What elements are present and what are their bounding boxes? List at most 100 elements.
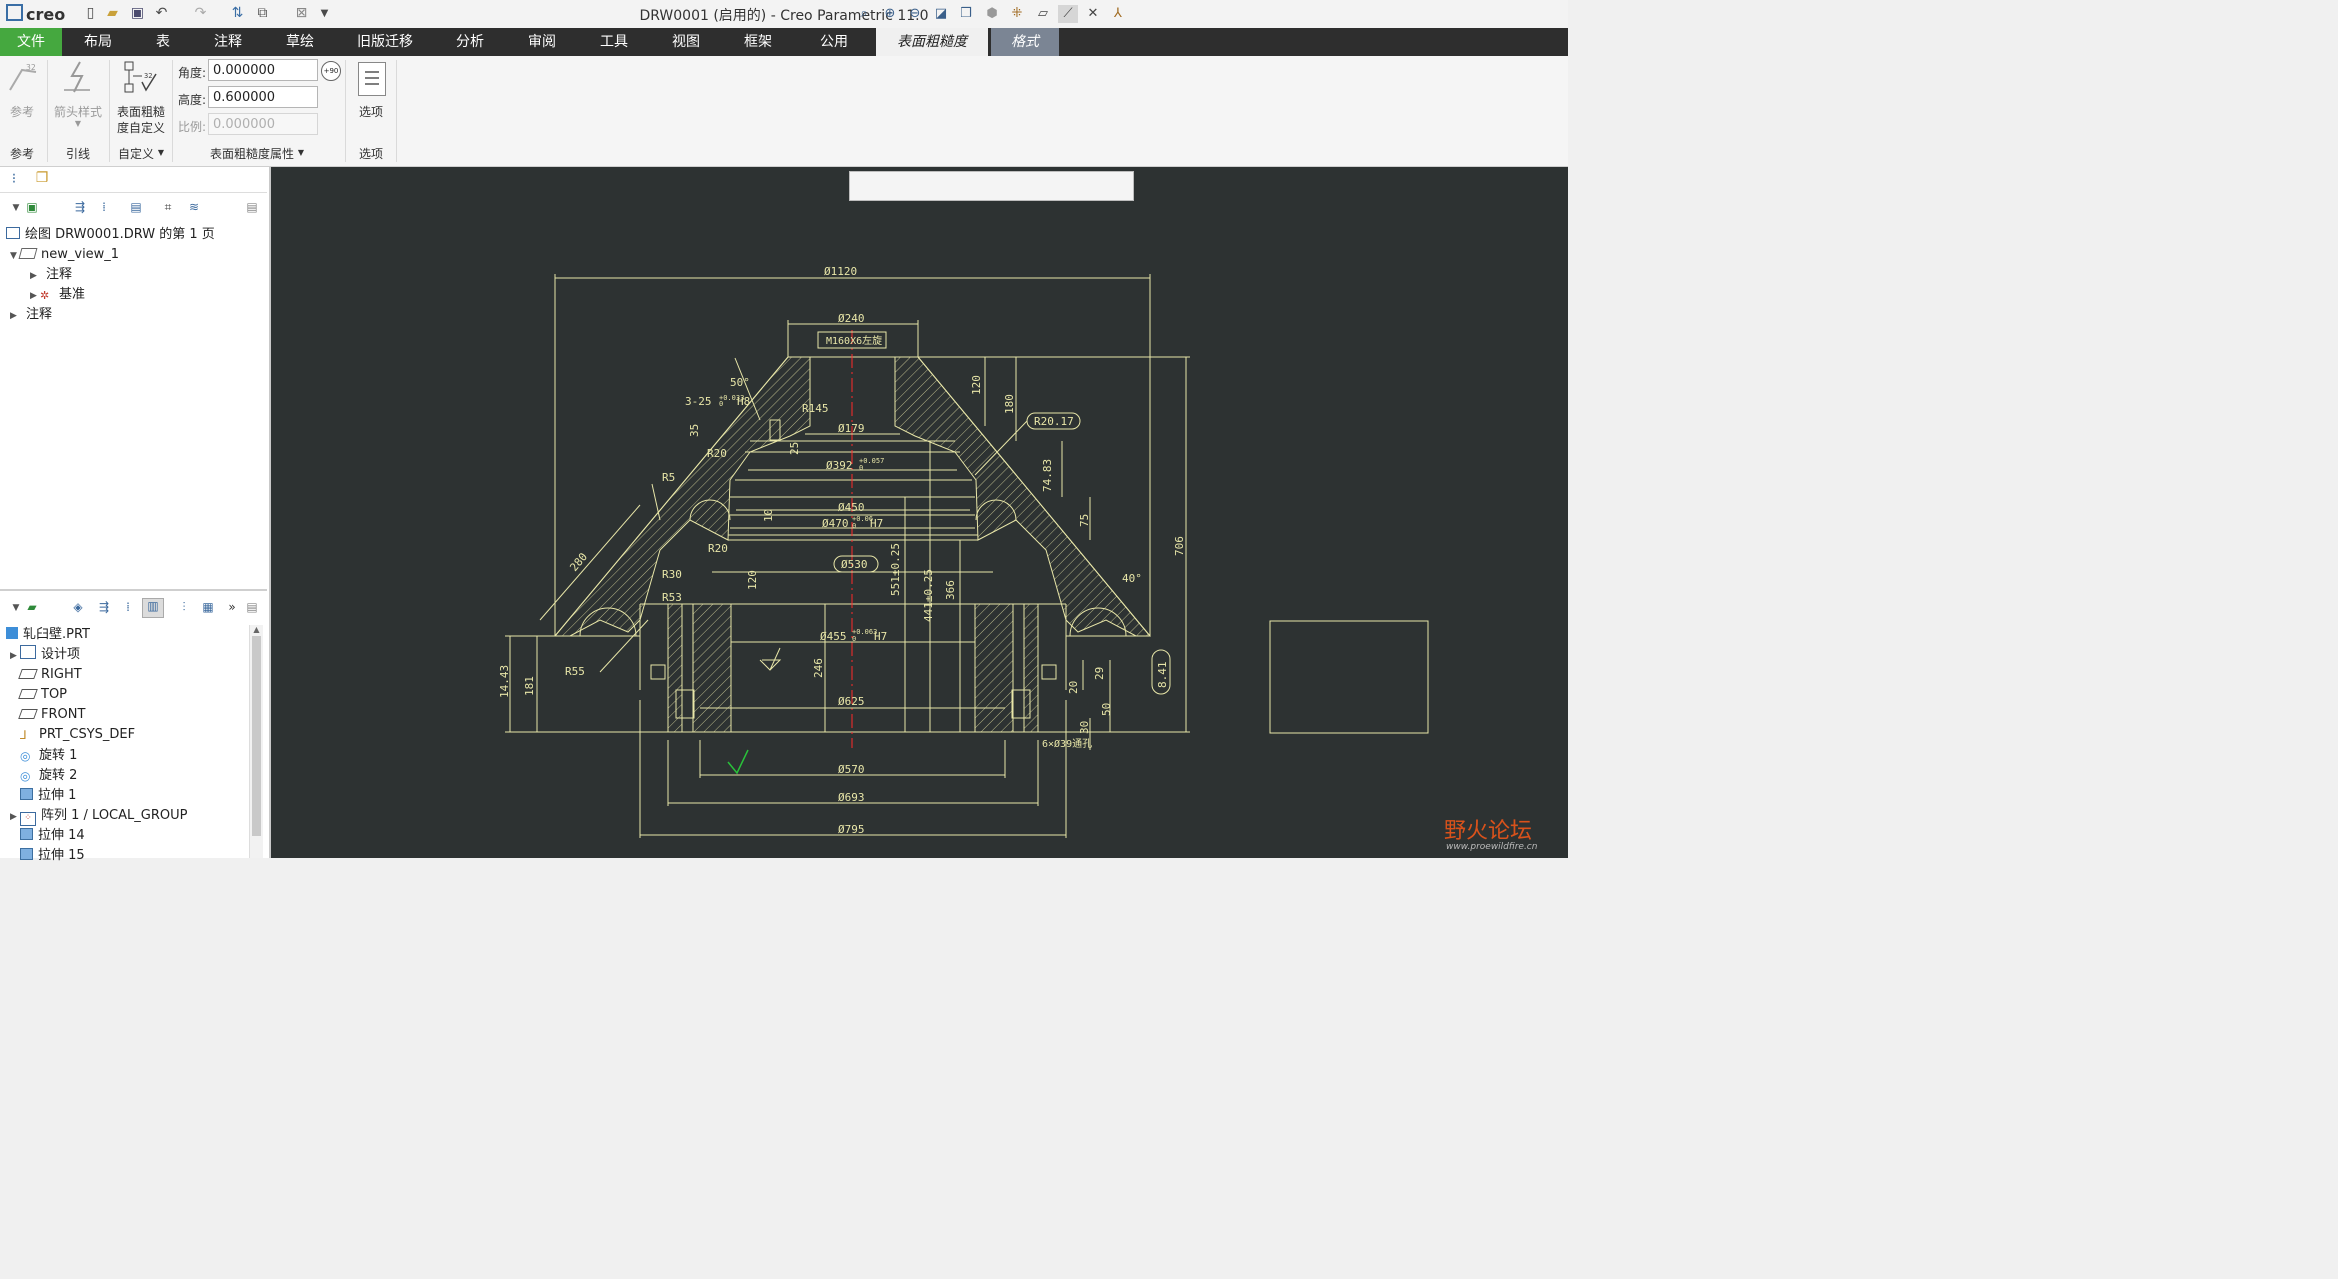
- model-tree-item[interactable]: TOP: [10, 685, 67, 705]
- sheet-icon[interactable]: ▤: [130, 200, 142, 214]
- tab-surface-roughness[interactable]: 表面粗糙度: [876, 28, 988, 56]
- arrow-style-button[interactable]: [60, 60, 96, 96]
- model-tree-scrollbar[interactable]: ▲: [249, 625, 263, 858]
- drawing-tree-root[interactable]: 绘图 DRW0001.DRW 的第 1 页: [6, 225, 215, 245]
- dim-d10[interactable]: 10: [762, 509, 775, 522]
- saved-views-icon[interactable]: ⬢: [986, 6, 998, 21]
- dim-d240[interactable]: Ø240: [838, 312, 865, 325]
- model-tree-root[interactable]: 轧臼壁.PRT: [6, 625, 90, 645]
- datum-display-icon[interactable]: ⁜: [1011, 6, 1023, 21]
- dim-d706[interactable]: 706: [1173, 536, 1186, 556]
- group-roughness-properties[interactable]: 表面粗糙度属性: [209, 147, 294, 161]
- expand-icon[interactable]: ▶: [10, 311, 17, 321]
- dim-d30[interactable]: 30: [1078, 721, 1091, 734]
- windows-icon[interactable]: ⧉: [257, 5, 268, 21]
- layers-icon[interactable]: ≋: [188, 200, 200, 214]
- options-button[interactable]: [358, 62, 386, 96]
- tab-legacy-migration[interactable]: 旧版迁移: [357, 34, 413, 50]
- dim-r5[interactable]: R5: [662, 471, 675, 484]
- dim-d1120[interactable]: Ø1120: [824, 265, 857, 278]
- tab-framework[interactable]: 框架: [744, 34, 772, 50]
- model-tree-icon[interactable]: ▰: [27, 600, 37, 614]
- tree-table-icon[interactable]: ▥: [142, 598, 164, 618]
- dim-r30[interactable]: R30: [662, 568, 682, 581]
- dim-d29[interactable]: 29: [1093, 667, 1106, 680]
- frame-icon[interactable]: ⌗: [164, 200, 172, 214]
- tree-settings-icon[interactable]: ▤: [246, 200, 258, 214]
- settings-icon[interactable]: ▦: [202, 600, 214, 614]
- dim-d795[interactable]: Ø795: [838, 823, 865, 836]
- tab-file[interactable]: 文件: [0, 28, 62, 56]
- angle-field[interactable]: 0.000000: [208, 59, 318, 81]
- collapse-icon[interactable]: ▼: [12, 203, 20, 213]
- dim-r20a[interactable]: R20: [707, 447, 727, 460]
- model-tree-item[interactable]: RIGHT: [10, 665, 82, 685]
- group-custom[interactable]: 自定义: [117, 147, 154, 161]
- dim-d120b[interactable]: 120: [746, 570, 759, 590]
- dim-d35[interactable]: 35: [688, 424, 701, 437]
- dim-d392[interactable]: Ø392: [826, 459, 853, 472]
- drawing-tree-icon[interactable]: ▣: [26, 200, 38, 214]
- tab-format[interactable]: 格式: [991, 28, 1059, 56]
- tab-tools[interactable]: 工具: [600, 34, 628, 50]
- tab-common[interactable]: 公用: [820, 34, 848, 50]
- dim-r53[interactable]: R53: [662, 591, 682, 604]
- dim-r2017[interactable]: R20.17: [1034, 415, 1074, 428]
- dim-d470[interactable]: Ø470: [822, 517, 849, 530]
- dim-d50[interactable]: 50: [1100, 703, 1113, 716]
- model-tree-item[interactable]: 拉伸 15: [10, 846, 85, 866]
- tree-filter-icon[interactable]: ⇶: [98, 600, 110, 614]
- save-icon[interactable]: ▣: [130, 5, 145, 21]
- regenerate-icon[interactable]: ⇅: [231, 5, 244, 21]
- model-tree-item[interactable]: ▶设计项: [10, 645, 80, 665]
- plane-display-icon[interactable]: ▱: [1038, 6, 1048, 21]
- zoom-out-icon[interactable]: ⊖: [909, 6, 921, 21]
- dim-r145[interactable]: R145: [802, 402, 829, 415]
- arrow-style-dropdown-icon[interactable]: ▼: [74, 119, 82, 128]
- point-display-icon[interactable]: ⅄: [1114, 6, 1122, 21]
- dim-r55[interactable]: R55: [565, 665, 585, 678]
- dim-d551[interactable]: 551±0.25: [889, 543, 902, 596]
- dim-d455[interactable]: Ø455: [820, 630, 847, 643]
- tree-item-datum[interactable]: ▶✲基准: [30, 285, 85, 305]
- model-tree-item[interactable]: ◎旋转 2: [10, 766, 77, 786]
- close-window-icon[interactable]: ⊠: [295, 5, 308, 21]
- dim-d120a[interactable]: 120: [970, 375, 983, 395]
- dim-d570[interactable]: Ø570: [838, 763, 865, 776]
- dim-d20[interactable]: 20: [1067, 681, 1080, 694]
- dim-d180[interactable]: 180: [1003, 394, 1016, 414]
- dim-d441[interactable]: 441±0.25: [922, 569, 935, 622]
- height-field[interactable]: 0.600000: [208, 86, 318, 108]
- model-tree-item[interactable]: 拉伸 14: [10, 826, 85, 846]
- display-style-icon[interactable]: ❒: [960, 6, 972, 21]
- new-icon[interactable]: ▯: [86, 5, 95, 21]
- tab-review[interactable]: 审阅: [528, 34, 556, 50]
- tree-columns-icon[interactable]: ⁞: [102, 200, 106, 214]
- open-icon[interactable]: ▰: [107, 5, 118, 21]
- dim-d25[interactable]: 25: [788, 442, 801, 455]
- more-icon[interactable]: »: [228, 600, 236, 614]
- model-tree-item[interactable]: FRONT: [10, 705, 85, 725]
- show-filter-icon[interactable]: ⫶: [182, 600, 186, 614]
- dim-d246[interactable]: 246: [812, 658, 825, 678]
- dim-d75[interactable]: 75: [1078, 514, 1091, 527]
- dim-d530[interactable]: Ø530: [841, 558, 868, 571]
- expand-icon[interactable]: ▶: [10, 651, 17, 661]
- roughness-symbol-preview[interactable]: [727, 749, 749, 775]
- model-tree-tab-icon[interactable]: ⁝: [11, 171, 17, 187]
- model-display-icon[interactable]: ◈: [73, 600, 83, 614]
- graphics-area[interactable]: [271, 167, 1568, 858]
- reference-button[interactable]: 32: [6, 60, 40, 94]
- dim-d181[interactable]: 181: [523, 676, 536, 696]
- model-tree-item[interactable]: ▶⁘阵列 1 / LOCAL_GROUP: [10, 806, 187, 826]
- layer-tree-tab-icon[interactable]: ❐: [35, 170, 49, 186]
- annotation-display-icon[interactable]: ⟋: [1058, 5, 1078, 23]
- expand-icon[interactable]: ▶: [30, 291, 37, 301]
- expand-icon[interactable]: ▶: [30, 271, 37, 281]
- tree-settings-icon[interactable]: ▤: [246, 600, 258, 614]
- dim-a40[interactable]: 40°: [1122, 572, 1142, 585]
- dim-d841[interactable]: 8.41: [1156, 662, 1169, 689]
- panel-splitter[interactable]: [0, 589, 267, 591]
- dim-r20b[interactable]: R20: [708, 542, 728, 555]
- dim-d7483[interactable]: 74.83: [1041, 459, 1054, 492]
